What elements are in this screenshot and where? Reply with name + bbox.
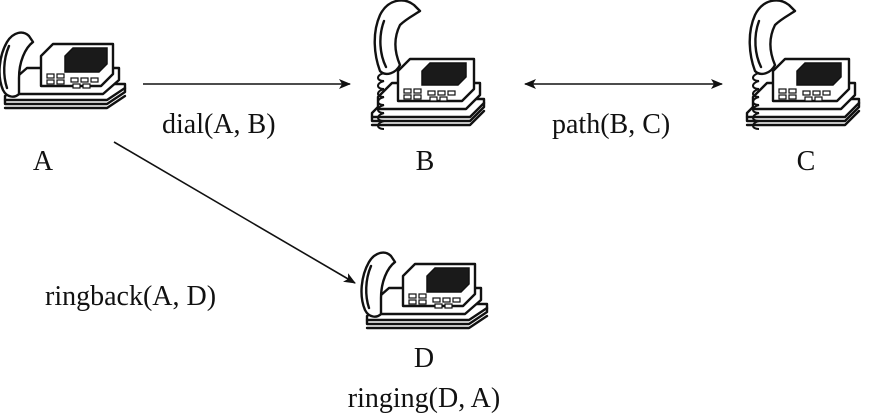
phone-d-icon [360,251,489,330]
edge-label-ringback: ringback(A, D) [45,281,216,312]
phone-b-icon [370,0,486,131]
edge-label-path: path(B, C) [552,109,670,140]
node-label-b: B [416,146,435,177]
node-label-a: A [33,146,54,177]
node-label-d: D [414,343,434,374]
phone-c-icon [745,0,861,131]
phone-a-icon [0,31,127,110]
node-label-c: C [797,146,816,177]
edge-ringback-arrow [113,141,356,284]
state-label-ringing: ringing(D, A) [348,383,500,414]
edge-label-dial: dial(A, B) [162,109,276,140]
